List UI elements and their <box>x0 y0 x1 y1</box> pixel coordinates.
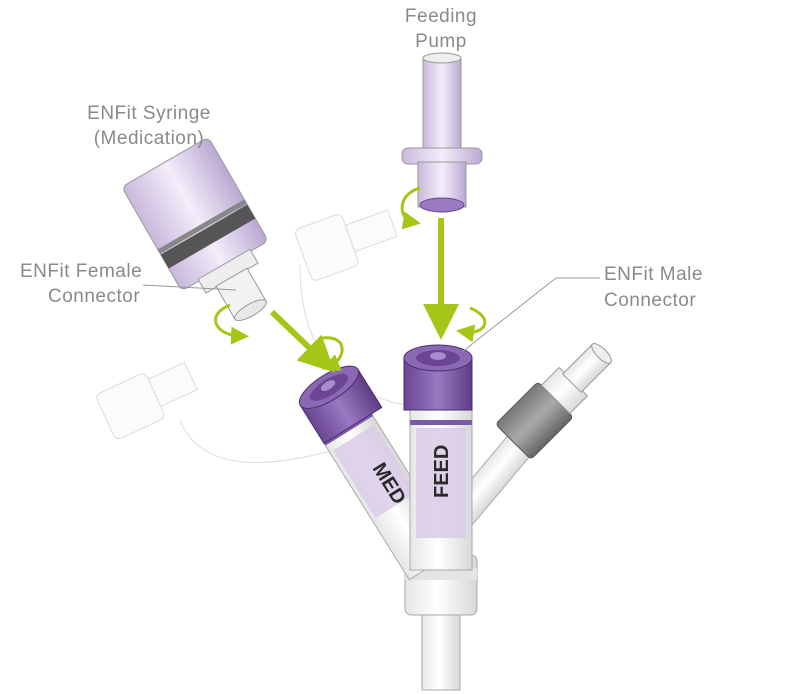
female-connector-leader <box>142 284 237 291</box>
male-connector-label-line1: ENFit Male <box>604 264 703 285</box>
rotate-arrow-pump <box>400 186 421 230</box>
syringe-arrow <box>269 309 335 373</box>
feeding-pump-label-line2: Pump <box>415 31 467 52</box>
rotate-arrow-med <box>321 336 344 371</box>
male-connector-label-line2: Connector <box>604 290 696 311</box>
syringe-label-line1: ENFit Syringe <box>87 103 211 124</box>
med-port-cap[interactable] <box>293 358 383 445</box>
feeding-pump-label-line1: Feeding <box>405 6 477 27</box>
ghost-cap-lower <box>96 361 336 463</box>
male-connector-leader <box>461 277 600 353</box>
rotate-arrow-feed <box>456 306 487 343</box>
rotate-arrow-syringe <box>214 303 249 345</box>
female-connector-label-line1: ENFit Female <box>20 261 142 282</box>
syringe-label-line2: (Medication) <box>94 128 205 149</box>
feeding-pump-connector <box>401 52 483 213</box>
y-port-body <box>318 405 544 691</box>
enfit-syringe <box>123 138 267 322</box>
ghost-cap-upper <box>295 209 406 406</box>
gray-connector <box>496 343 612 459</box>
female-connector-label-line2: Connector <box>48 286 140 307</box>
connection-arrows <box>214 186 487 373</box>
feed-port-cap[interactable] <box>403 344 473 411</box>
feed-port-label: FEED <box>431 445 453 498</box>
